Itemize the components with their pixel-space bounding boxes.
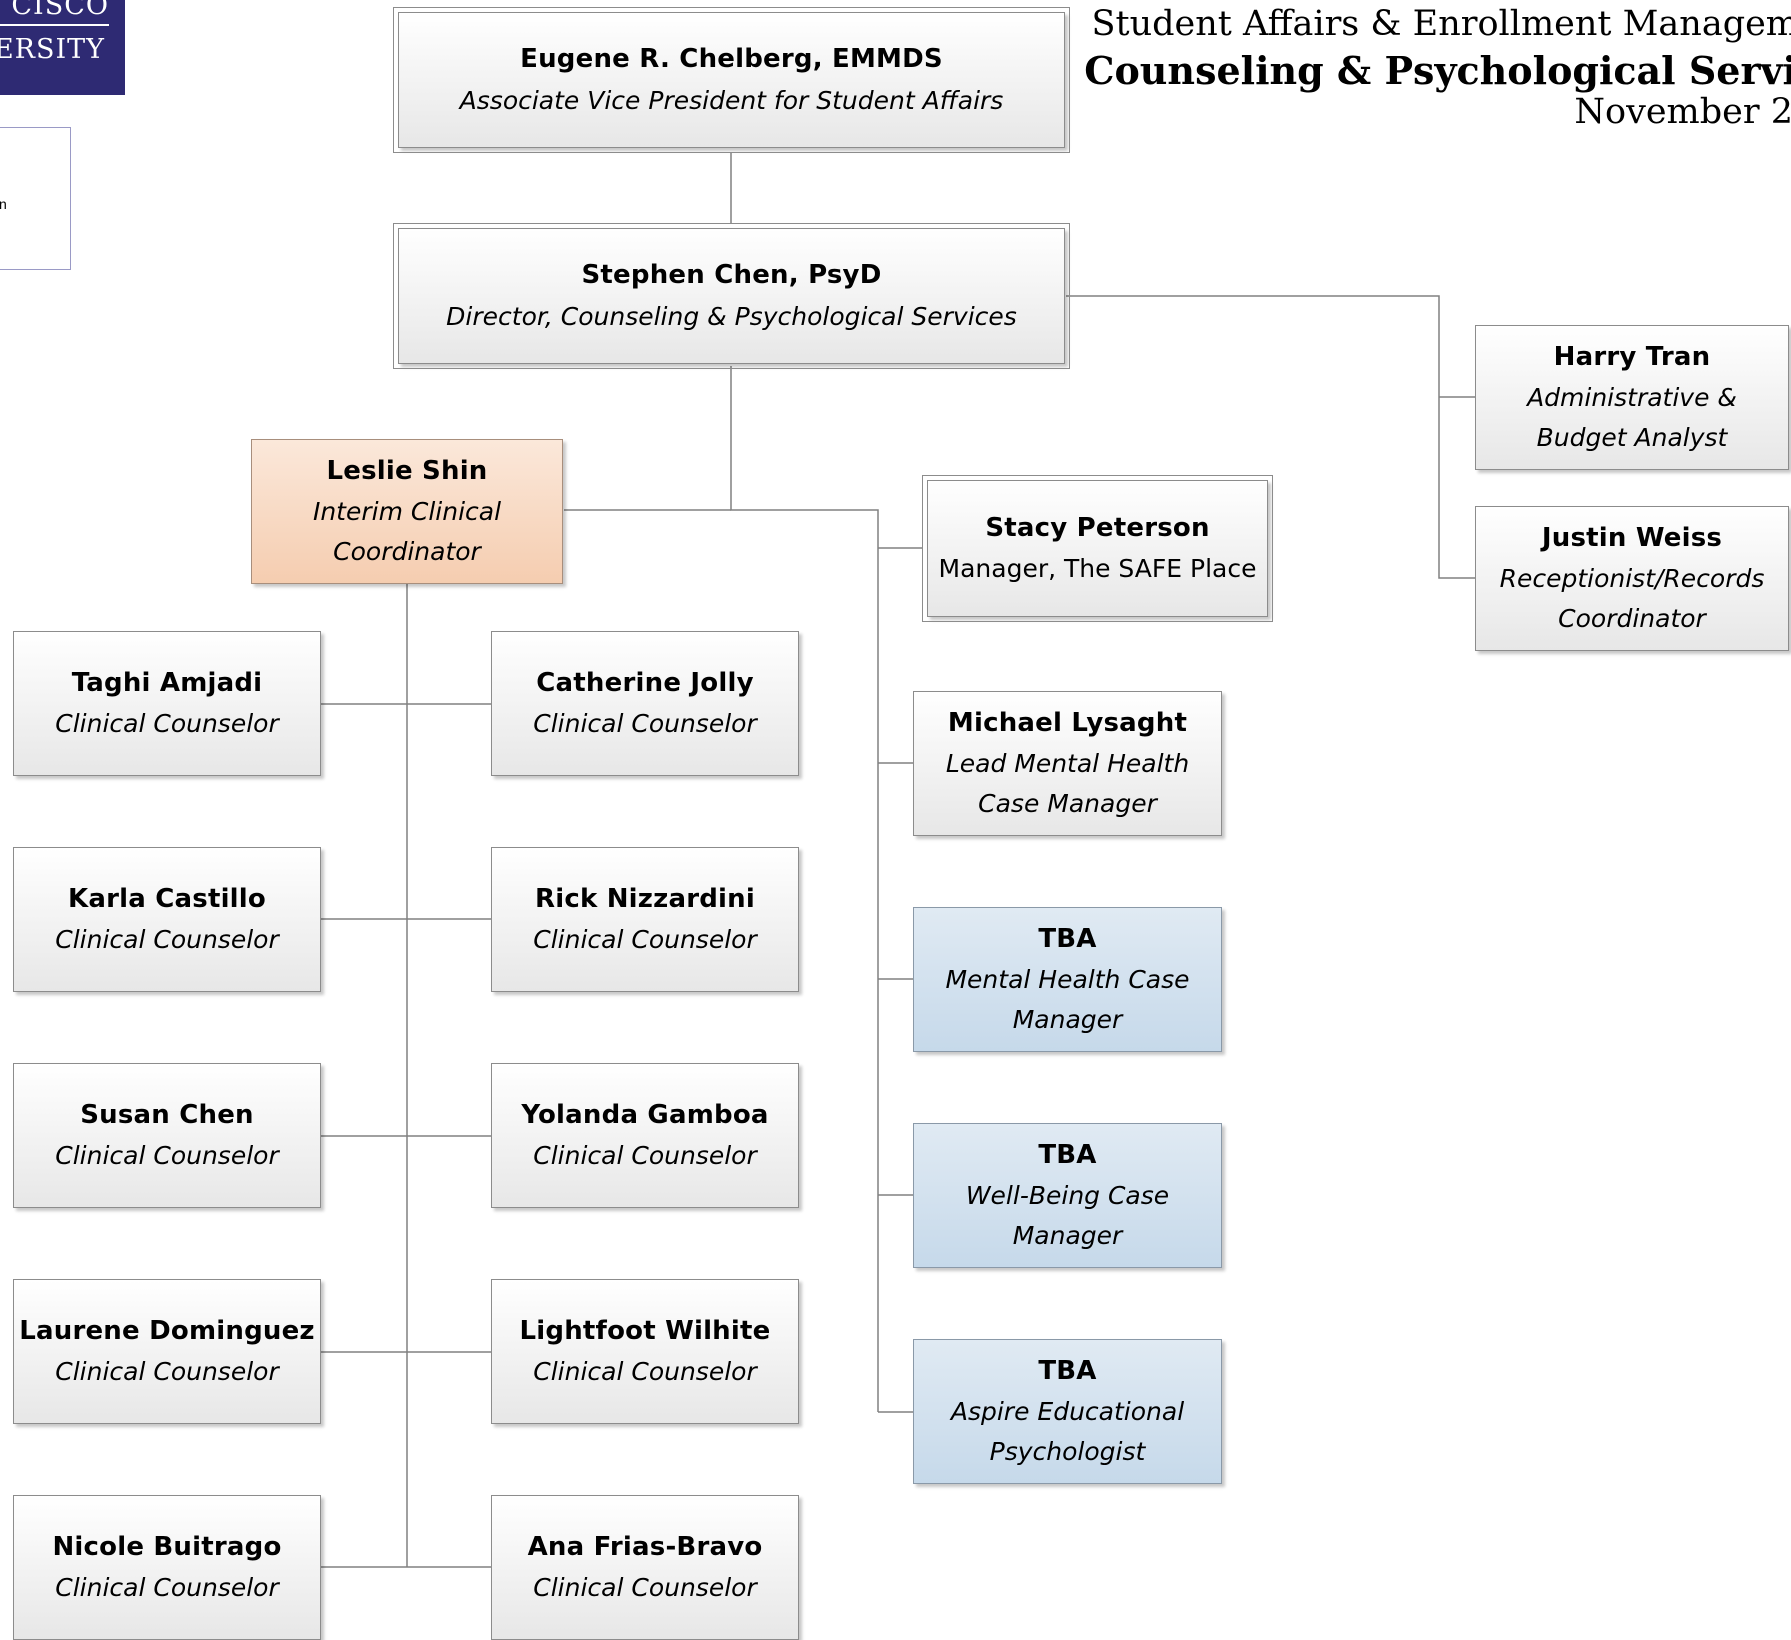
connector-director-down: [730, 366, 879, 1412]
node-case-manager-2[interactable]: TBA Mental Health Case Manager: [913, 907, 1222, 1052]
node-counselor-role: Clinical Counselor: [55, 925, 279, 955]
node-receptionist[interactable]: Justin Weiss Receptionist/Records Coordi…: [1475, 506, 1789, 651]
node-counselor-role: Clinical Counselor: [55, 709, 279, 739]
node-counselor[interactable]: Ana Frias-Bravo Clinical Counselor: [491, 1495, 799, 1640]
node-case-manager-2-name: TBA: [1038, 923, 1097, 954]
node-counselor[interactable]: Laurene Dominguez Clinical Counselor: [13, 1279, 321, 1424]
node-case-manager-4-role: Aspire Educational Psychologist: [950, 1397, 1185, 1467]
node-counselor[interactable]: Nicole Buitrago Clinical Counselor: [13, 1495, 321, 1640]
node-analyst-name: Harry Tran: [1553, 341, 1711, 372]
node-counselor[interactable]: Taghi Amjadi Clinical Counselor: [13, 631, 321, 776]
node-counselor-role: Clinical Counselor: [533, 1573, 757, 1603]
node-counselor-role: Clinical Counselor: [55, 1357, 279, 1387]
node-case-manager-1-name: Michael Lysaght: [947, 707, 1188, 738]
node-counselor-name: Yolanda Gamboa: [521, 1099, 769, 1130]
node-receptionist-role: Receptionist/Records Coordinator: [1499, 564, 1765, 634]
node-counselor[interactable]: Rick Nizzardini Clinical Counselor: [491, 847, 799, 992]
legend-text: n: [0, 196, 7, 212]
university-logo: CISCO ERSITY: [0, 0, 125, 95]
node-counselor-role: Clinical Counselor: [55, 1573, 279, 1603]
node-counselor-name: Karla Castillo: [68, 883, 266, 914]
node-avp-role: Associate Vice President for Student Aff…: [459, 85, 1004, 115]
node-counselor-name: Rick Nizzardini: [535, 883, 755, 914]
header-date: November 2: [1574, 92, 1791, 132]
node-case-manager-1-role: Lead Mental Health Case Manager: [945, 749, 1190, 819]
node-counselor-name: Nicole Buitrago: [52, 1531, 282, 1562]
connector-receptionist: [1438, 564, 1475, 579]
node-case-manager-4[interactable]: TBA Aspire Educational Psychologist: [913, 1339, 1222, 1484]
logo-text-line2: ERSITY: [0, 34, 105, 65]
node-safe-place-role: Manager, The SAFE Place: [938, 554, 1257, 584]
node-case-manager-3[interactable]: TBA Well-Being Case Manager: [913, 1123, 1222, 1268]
connector-director-staff: [1066, 295, 1440, 564]
node-coordinator-name: Leslie Shin: [326, 455, 488, 486]
node-safe-place[interactable]: Stacy Peterson Manager, The SAFE Place: [922, 475, 1273, 622]
node-counselor[interactable]: Susan Chen Clinical Counselor: [13, 1063, 321, 1208]
node-counselor-role: Clinical Counselor: [55, 1141, 279, 1171]
node-counselor-role: Clinical Counselor: [533, 925, 757, 955]
legend-box: n: [0, 127, 71, 270]
node-analyst-role: Administrative & Budget Analyst: [1527, 383, 1737, 453]
node-case-manager-3-name: TBA: [1038, 1139, 1097, 1170]
node-counselor-name: Taghi Amjadi: [71, 667, 263, 698]
node-director-name: Stephen Chen, PsyD: [581, 260, 882, 291]
logo-divider: [0, 24, 109, 26]
node-coordinator-role: Interim Clinical Coordinator: [312, 497, 502, 567]
node-receptionist-name: Justin Weiss: [1541, 522, 1723, 553]
node-coordinator[interactable]: Leslie Shin Interim Clinical Coordinator: [251, 439, 563, 584]
node-counselor-role: Clinical Counselor: [533, 709, 757, 739]
node-counselor[interactable]: Lightfoot Wilhite Clinical Counselor: [491, 1279, 799, 1424]
header-title: Counseling & Psychological Servi: [1084, 48, 1791, 93]
node-counselor[interactable]: Karla Castillo Clinical Counselor: [13, 847, 321, 992]
node-safe-place-name: Stacy Peterson: [985, 512, 1210, 543]
node-director[interactable]: Stephen Chen, PsyD Director, Counseling …: [393, 223, 1070, 369]
node-counselor-role: Clinical Counselor: [533, 1141, 757, 1171]
node-director-role: Director, Counseling & Psychological Ser…: [446, 301, 1017, 331]
node-counselor[interactable]: Yolanda Gamboa Clinical Counselor: [491, 1063, 799, 1208]
node-case-manager-3-role: Well-Being Case Manager: [965, 1181, 1170, 1251]
node-case-manager-1[interactable]: Michael Lysaght Lead Mental Health Case …: [913, 691, 1222, 836]
node-analyst[interactable]: Harry Tran Administrative & Budget Analy…: [1475, 325, 1789, 470]
node-avp-name: Eugene R. Chelberg, EMMDS: [520, 44, 943, 75]
node-counselor-name: Catherine Jolly: [536, 667, 754, 698]
node-counselor-name: Laurene Dominguez: [19, 1315, 315, 1346]
node-counselor-role: Clinical Counselor: [533, 1357, 757, 1387]
node-counselor-name: Lightfoot Wilhite: [519, 1315, 771, 1346]
node-case-manager-4-name: TBA: [1038, 1355, 1097, 1386]
header-department: Student Affairs & Enrollment Managem: [1091, 4, 1791, 44]
node-case-manager-2-role: Mental Health Case Manager: [945, 965, 1190, 1035]
node-counselor-name: Ana Frias-Bravo: [527, 1531, 763, 1562]
node-avp[interactable]: Eugene R. Chelberg, EMMDS Associate Vice…: [393, 7, 1070, 153]
node-counselor[interactable]: Catherine Jolly Clinical Counselor: [491, 631, 799, 776]
node-counselor-name: Susan Chen: [80, 1099, 254, 1130]
logo-text-line1: CISCO: [11, 0, 109, 21]
